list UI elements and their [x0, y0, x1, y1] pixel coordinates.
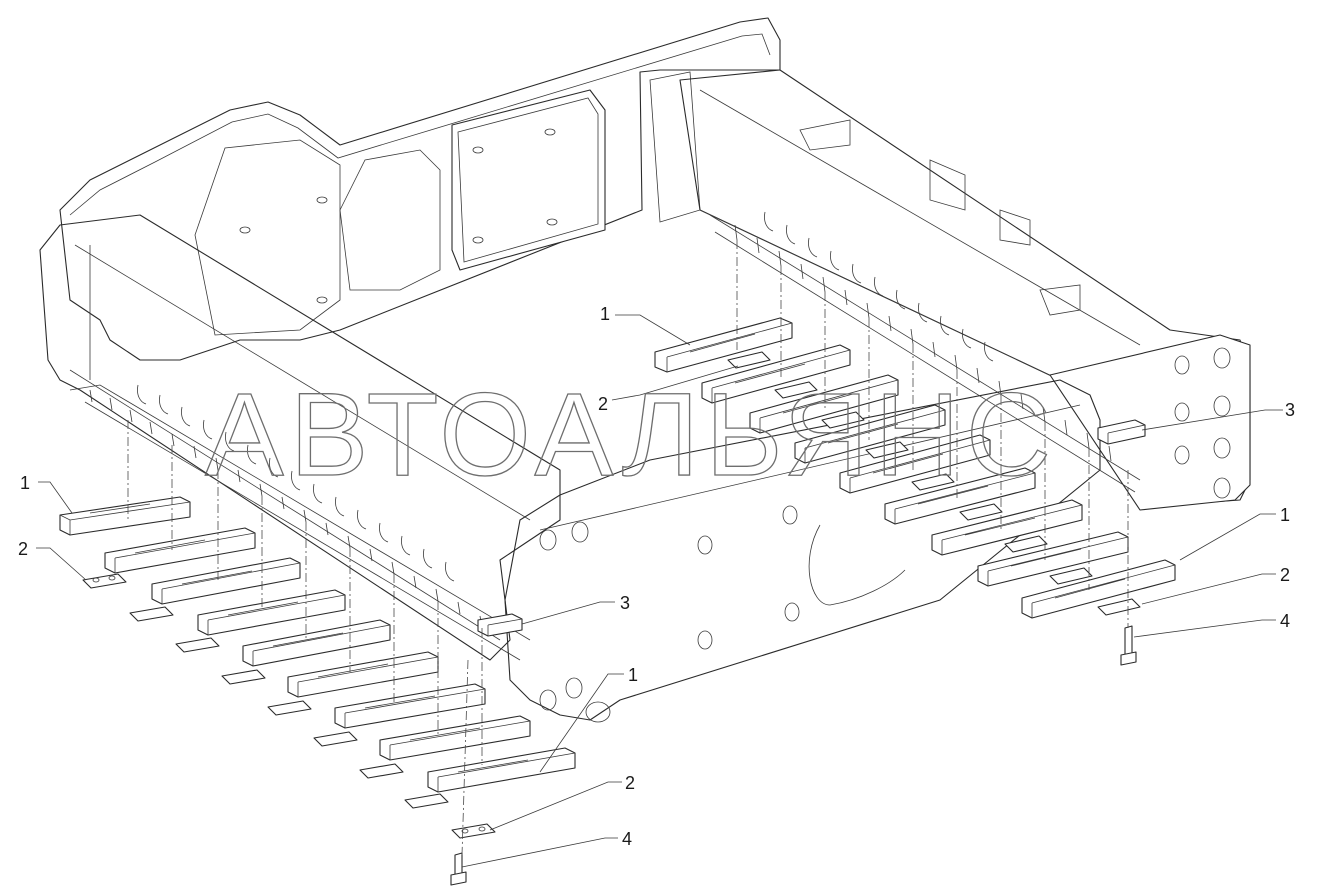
callout-bottom-2: 2: [625, 773, 635, 793]
callout-left-1: 1: [20, 473, 30, 493]
callout-left-2: 2: [18, 539, 28, 559]
callout-bottom-1: 1: [628, 665, 638, 685]
plate-part-2: [82, 573, 127, 589]
right-beam: [679, 69, 1251, 511]
callout-right-3: 3: [1285, 400, 1295, 420]
left-tooth-row: [69, 384, 531, 661]
leader-lines: [36, 314, 1283, 868]
bar-part-1: [59, 496, 191, 536]
right-exploded-parts: [654, 317, 1176, 666]
bolt-part-4: [450, 852, 467, 886]
callout-bottom-4: 4: [622, 829, 632, 849]
callout-right-1: 1: [1280, 505, 1290, 525]
back-wall: [59, 17, 781, 361]
callout-right-2: 2: [1280, 565, 1290, 585]
watermark-text: АВТОАЛЬЯНС: [205, 369, 1057, 501]
right-tooth-row: [709, 211, 1141, 493]
callout-top-center-2: 2: [598, 394, 608, 414]
center-block-part-3: [477, 613, 523, 637]
assembly-lines: [127, 240, 1129, 856]
rear-cross-member: [504, 379, 1101, 723]
callout-labels: 1 2 3 1 2 4 1 2 3 1 2 4: [18, 304, 1295, 849]
callout-center-3: 3: [620, 593, 630, 613]
callout-right-4: 4: [1280, 611, 1290, 631]
left-beam: [39, 214, 561, 661]
callout-top-center-1: 1: [600, 304, 610, 324]
left-exploded-parts: [59, 496, 576, 886]
